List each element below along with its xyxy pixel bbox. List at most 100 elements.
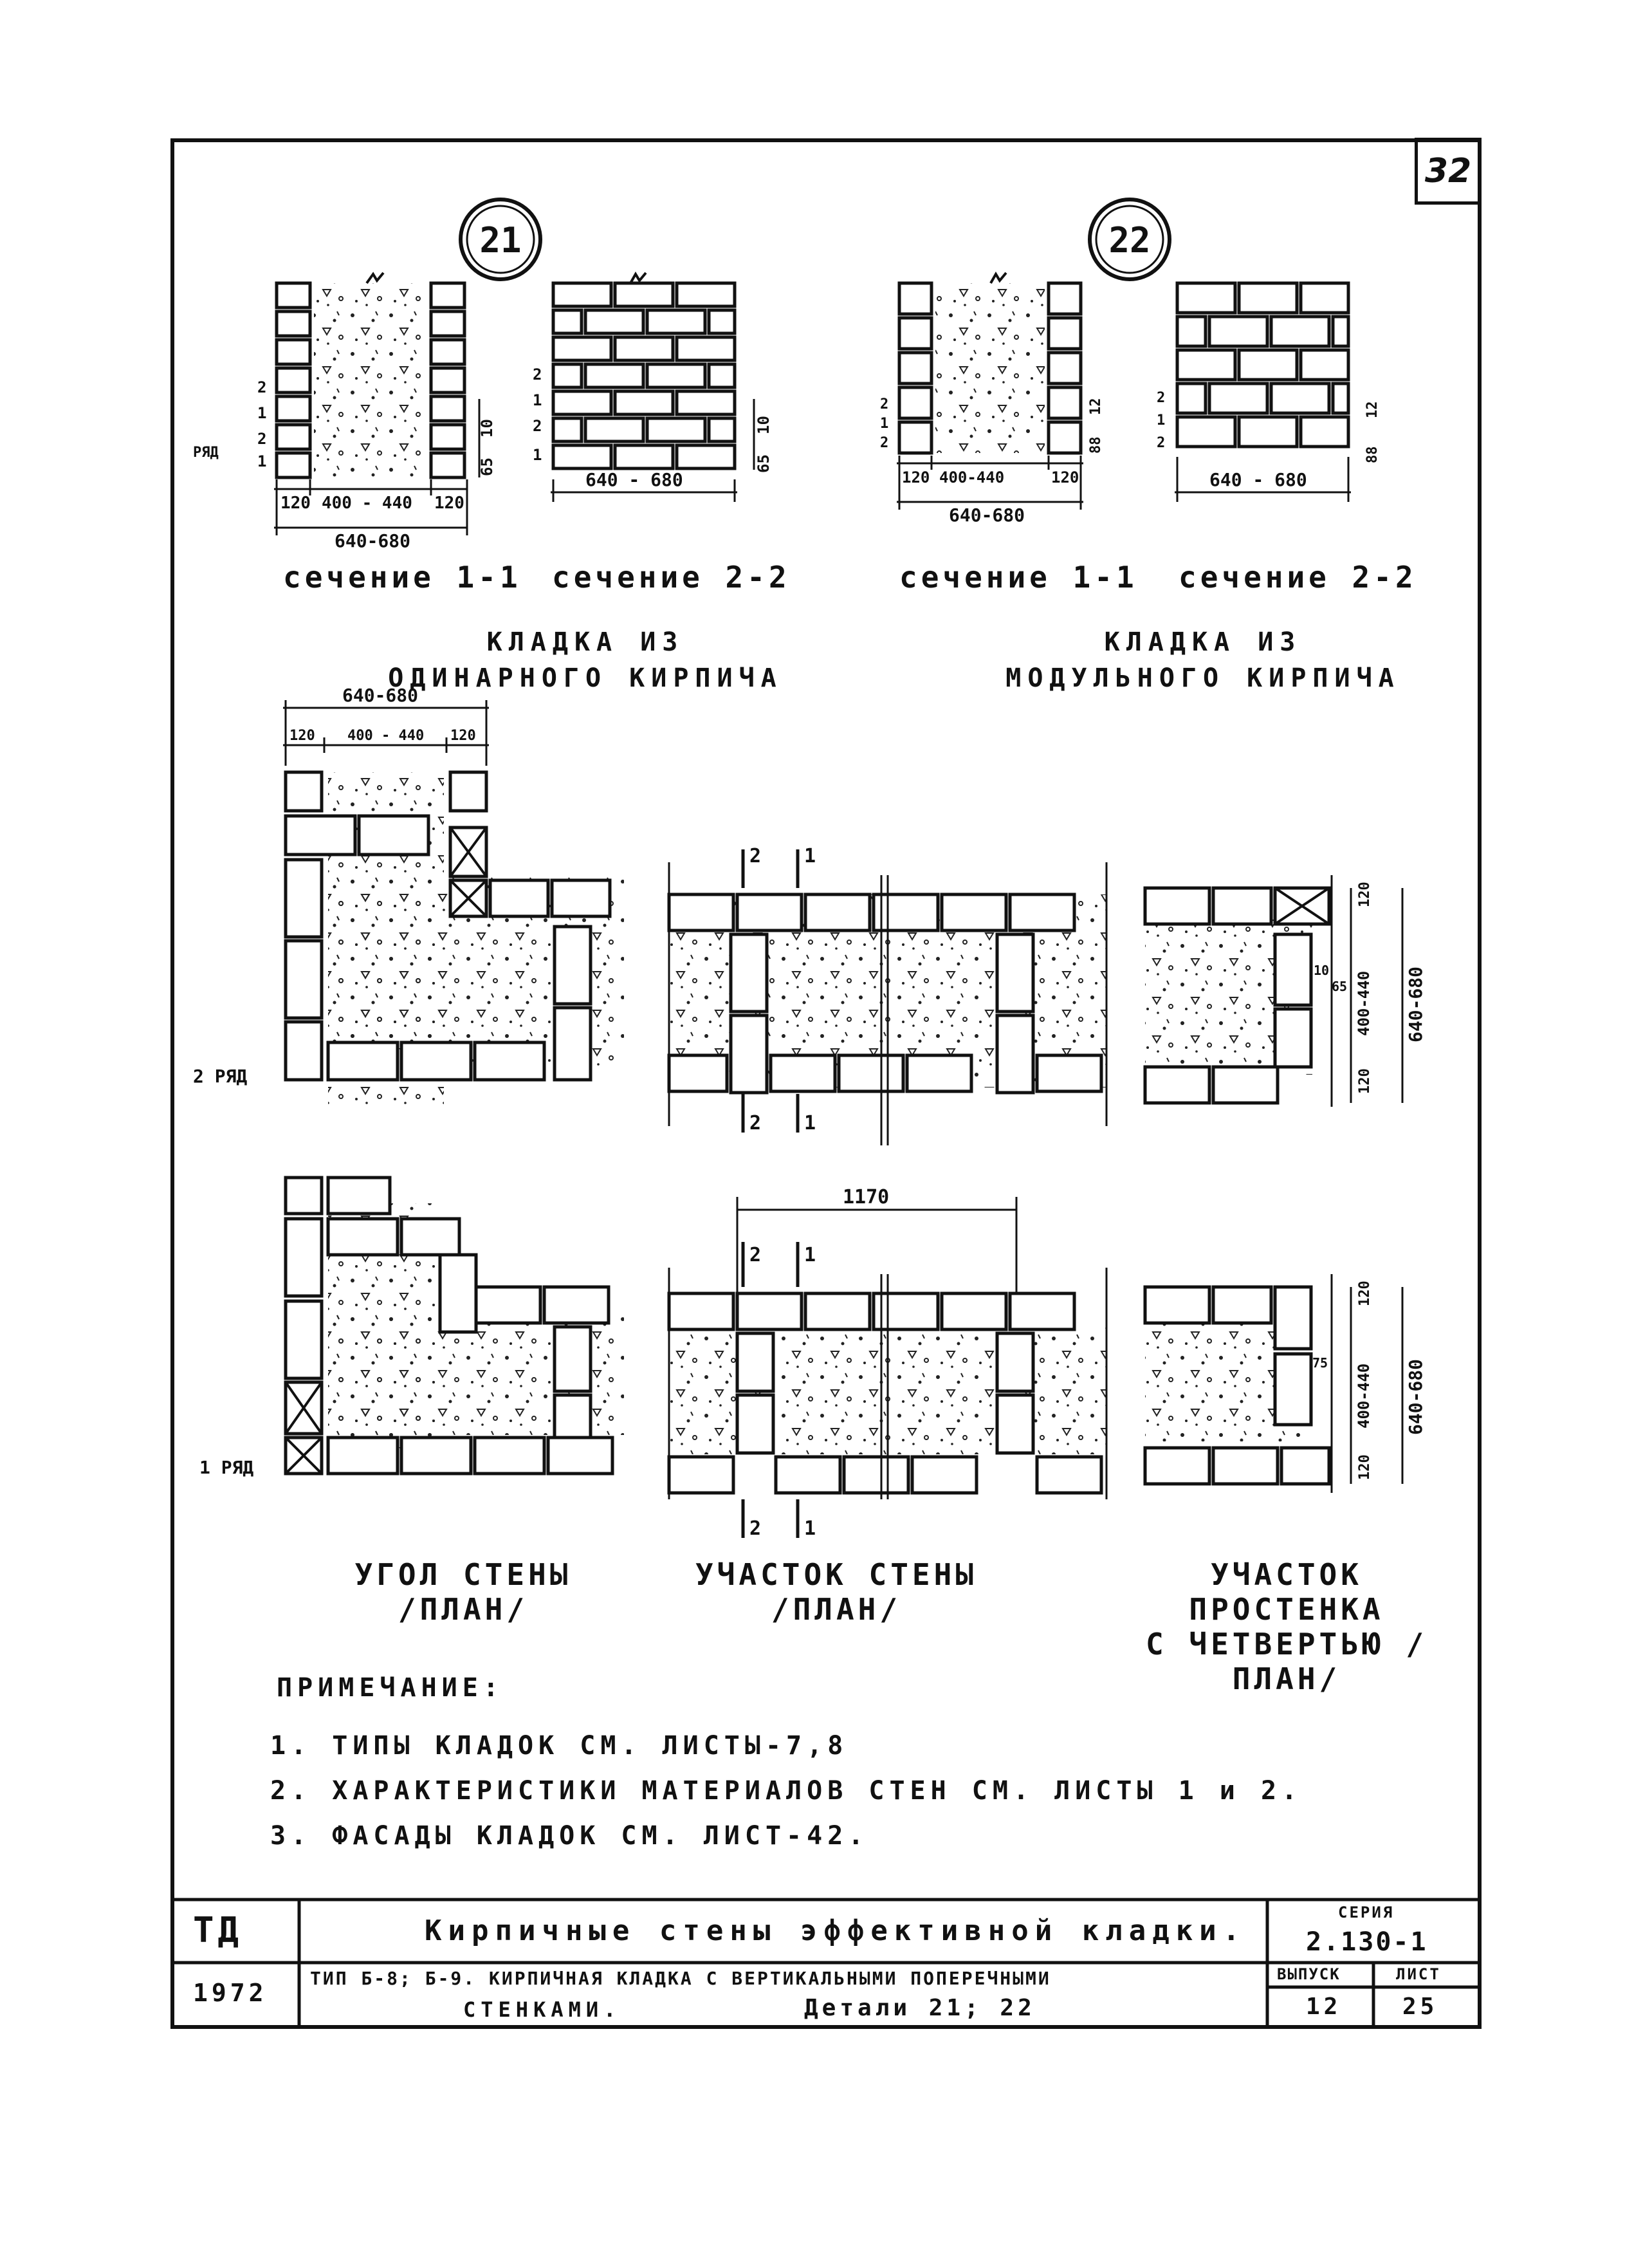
svg-text:640-680: 640-680 <box>335 530 410 551</box>
title-details: Детали 21; 22 <box>804 1995 1036 2021</box>
svg-text:120: 120 <box>450 728 476 744</box>
svg-text:10: 10 <box>478 419 496 438</box>
svg-text:120: 120 <box>1051 468 1079 486</box>
plan-pier-row-1: 120 400-440 120 640-680 75 <box>1143 1274 1426 1493</box>
series-value: 2.130-1 <box>1306 1927 1428 1957</box>
svg-text:120: 120 <box>434 494 464 513</box>
svg-text:1: 1 <box>804 845 816 867</box>
svg-text:1: 1 <box>257 452 266 470</box>
svg-text:2: 2 <box>257 378 266 396</box>
svg-text:120: 120 <box>1357 1281 1373 1306</box>
svg-text:75: 75 <box>1312 1355 1328 1371</box>
svg-text:2: 2 <box>749 1244 761 1266</box>
svg-text:2: 2 <box>749 1112 761 1134</box>
sheet-number: 32 <box>1415 138 1482 205</box>
svg-text:120: 120 <box>289 728 315 744</box>
svg-text:1: 1 <box>1157 412 1165 429</box>
notes-heading: ПРИМЕЧАНИЕ: <box>277 1673 504 1703</box>
detail-21-badge: 21 <box>459 198 542 281</box>
svg-text:640 - 680: 640 - 680 <box>1209 469 1307 490</box>
svg-text:120: 120 <box>1357 882 1373 907</box>
title-main: Кирпичные стены эффективной кладки. <box>425 1914 1247 1947</box>
series-label: СЕРИЯ <box>1338 1903 1395 1921</box>
plan-corner-row-2: 640-680 120 400 - 440 120 2 РЯД <box>193 685 624 1107</box>
detail-22-section-2-2: 640 - 680 2 1 2 88 12 <box>1157 281 1381 502</box>
detail-21-section-1-1-caption: сечение 1-1 <box>283 560 522 595</box>
plan-wall-segment-row-1: 1170 2 1 <box>667 1186 1108 1499</box>
svg-text:2: 2 <box>1157 435 1165 451</box>
note-3: 3. ФАСАДЫ КЛАДОК СМ. ЛИСТ-42. <box>270 1821 869 1851</box>
title-year: 1972 <box>193 1979 268 2007</box>
issue-label: ВЫПУСК <box>1277 1965 1341 1983</box>
svg-text:640-680: 640-680 <box>1405 967 1426 1042</box>
svg-text:2: 2 <box>1157 390 1165 406</box>
plan-wall-segment-row-2: 2 1 2 1 <box>667 845 1108 1145</box>
detail-22-number: 22 <box>1108 220 1150 261</box>
svg-text:65: 65 <box>478 458 496 476</box>
detail-22-title: КЛАДКА ИЗ МОДУЛЬНОГО КИРПИЧА <box>1005 627 1400 693</box>
cut-marks-bottom-row-1: 2 1 <box>741 1499 816 1540</box>
plan-span-dim: 1170 <box>843 1186 889 1208</box>
caption-corner: УГОЛ СТЕНЫ/ПЛАН/ <box>354 1557 572 1627</box>
plan-row-1-label: 1 РЯД <box>199 1457 253 1478</box>
svg-text:1: 1 <box>533 391 542 409</box>
detail-22-section-2-2-caption: сечение 2-2 <box>1179 560 1417 595</box>
svg-text:РЯД: РЯД <box>193 445 219 461</box>
svg-text:2: 2 <box>257 430 266 448</box>
svg-text:88: 88 <box>1088 437 1104 454</box>
svg-text:120: 120 <box>1357 1454 1373 1480</box>
svg-text:2: 2 <box>533 417 542 435</box>
plan-corner-row-1: 1 РЯД <box>199 1176 624 1478</box>
caption-wall-segment: УЧАСТОК СТЕНЫ/ПЛАН/ <box>695 1557 978 1627</box>
svg-text:120: 120 <box>280 494 311 513</box>
note-2: 2. ХАРАКТЕРИСТИКИ МАТЕРИАЛОВ СТЕН СМ. ЛИ… <box>270 1776 1303 1806</box>
svg-text:2: 2 <box>749 845 761 867</box>
detail-21-title: КЛАДКА ИЗ ОДИНАРНОГО КИРПИЧА <box>388 627 783 693</box>
svg-text:640-680: 640-680 <box>949 504 1025 526</box>
detail-22-section-1-1-caption: сечение 1-1 <box>899 560 1138 595</box>
svg-text:400-440: 400-440 <box>939 468 1004 486</box>
detail-22-badge: 22 <box>1088 198 1171 281</box>
svg-text:2: 2 <box>533 365 542 384</box>
svg-text:640-680: 640-680 <box>1405 1359 1426 1435</box>
svg-text:120: 120 <box>902 468 930 486</box>
plan-pier-row-2: 120 400-440 120 640-680 10 65 <box>1143 875 1426 1107</box>
svg-text:2: 2 <box>880 396 888 412</box>
svg-text:120: 120 <box>1357 1068 1373 1094</box>
svg-text:1: 1 <box>804 1244 816 1266</box>
svg-text:12: 12 <box>1088 398 1104 416</box>
svg-text:400-440: 400-440 <box>1355 971 1373 1036</box>
sheet-value: 25 <box>1402 1994 1438 2020</box>
svg-text:640-680: 640-680 <box>342 685 418 706</box>
svg-text:400 - 440: 400 - 440 <box>322 494 412 513</box>
svg-text:10: 10 <box>1314 963 1329 978</box>
svg-text:640 - 680: 640 - 680 <box>585 469 683 490</box>
svg-text:400 - 440: 400 - 440 <box>347 728 424 744</box>
svg-text:65: 65 <box>1332 979 1347 994</box>
detail-21-section-2-2-caption: сечение 2-2 <box>552 560 791 595</box>
issue-value: 12 <box>1306 1994 1342 2020</box>
svg-text:1: 1 <box>533 446 542 464</box>
title-subtitle-1: ТИП Б-8; Б-9. КИРПИЧНАЯ КЛАДКА С ВЕРТИКА… <box>310 1968 1051 1989</box>
note-1: 1. ТИПЫ КЛАДОК СМ. ЛИСТЫ-7,8 <box>270 1731 849 1761</box>
svg-text:2: 2 <box>880 435 888 451</box>
svg-text:1: 1 <box>804 1112 816 1134</box>
title-subtitle-2: СТЕНКАМИ. <box>463 1997 621 2022</box>
detail-21-section-1-1: 120 400 - 440 120 640-680 РЯД 2 1 2 1 65… <box>193 272 496 551</box>
svg-text:1: 1 <box>880 416 888 432</box>
title-org: ТД <box>193 1910 243 1950</box>
svg-text:1: 1 <box>257 404 266 422</box>
svg-text:2: 2 <box>749 1517 761 1540</box>
svg-text:10: 10 <box>755 416 773 434</box>
svg-text:400-440: 400-440 <box>1355 1364 1373 1429</box>
svg-text:12: 12 <box>1364 402 1381 419</box>
plan-row-2-label: 2 РЯД <box>193 1066 247 1087</box>
svg-text:65: 65 <box>755 454 773 473</box>
svg-text:1: 1 <box>804 1517 816 1540</box>
svg-text:88: 88 <box>1364 447 1381 464</box>
sheet-label: ЛИСТ <box>1396 1965 1441 1983</box>
detail-21-number: 21 <box>479 220 521 261</box>
